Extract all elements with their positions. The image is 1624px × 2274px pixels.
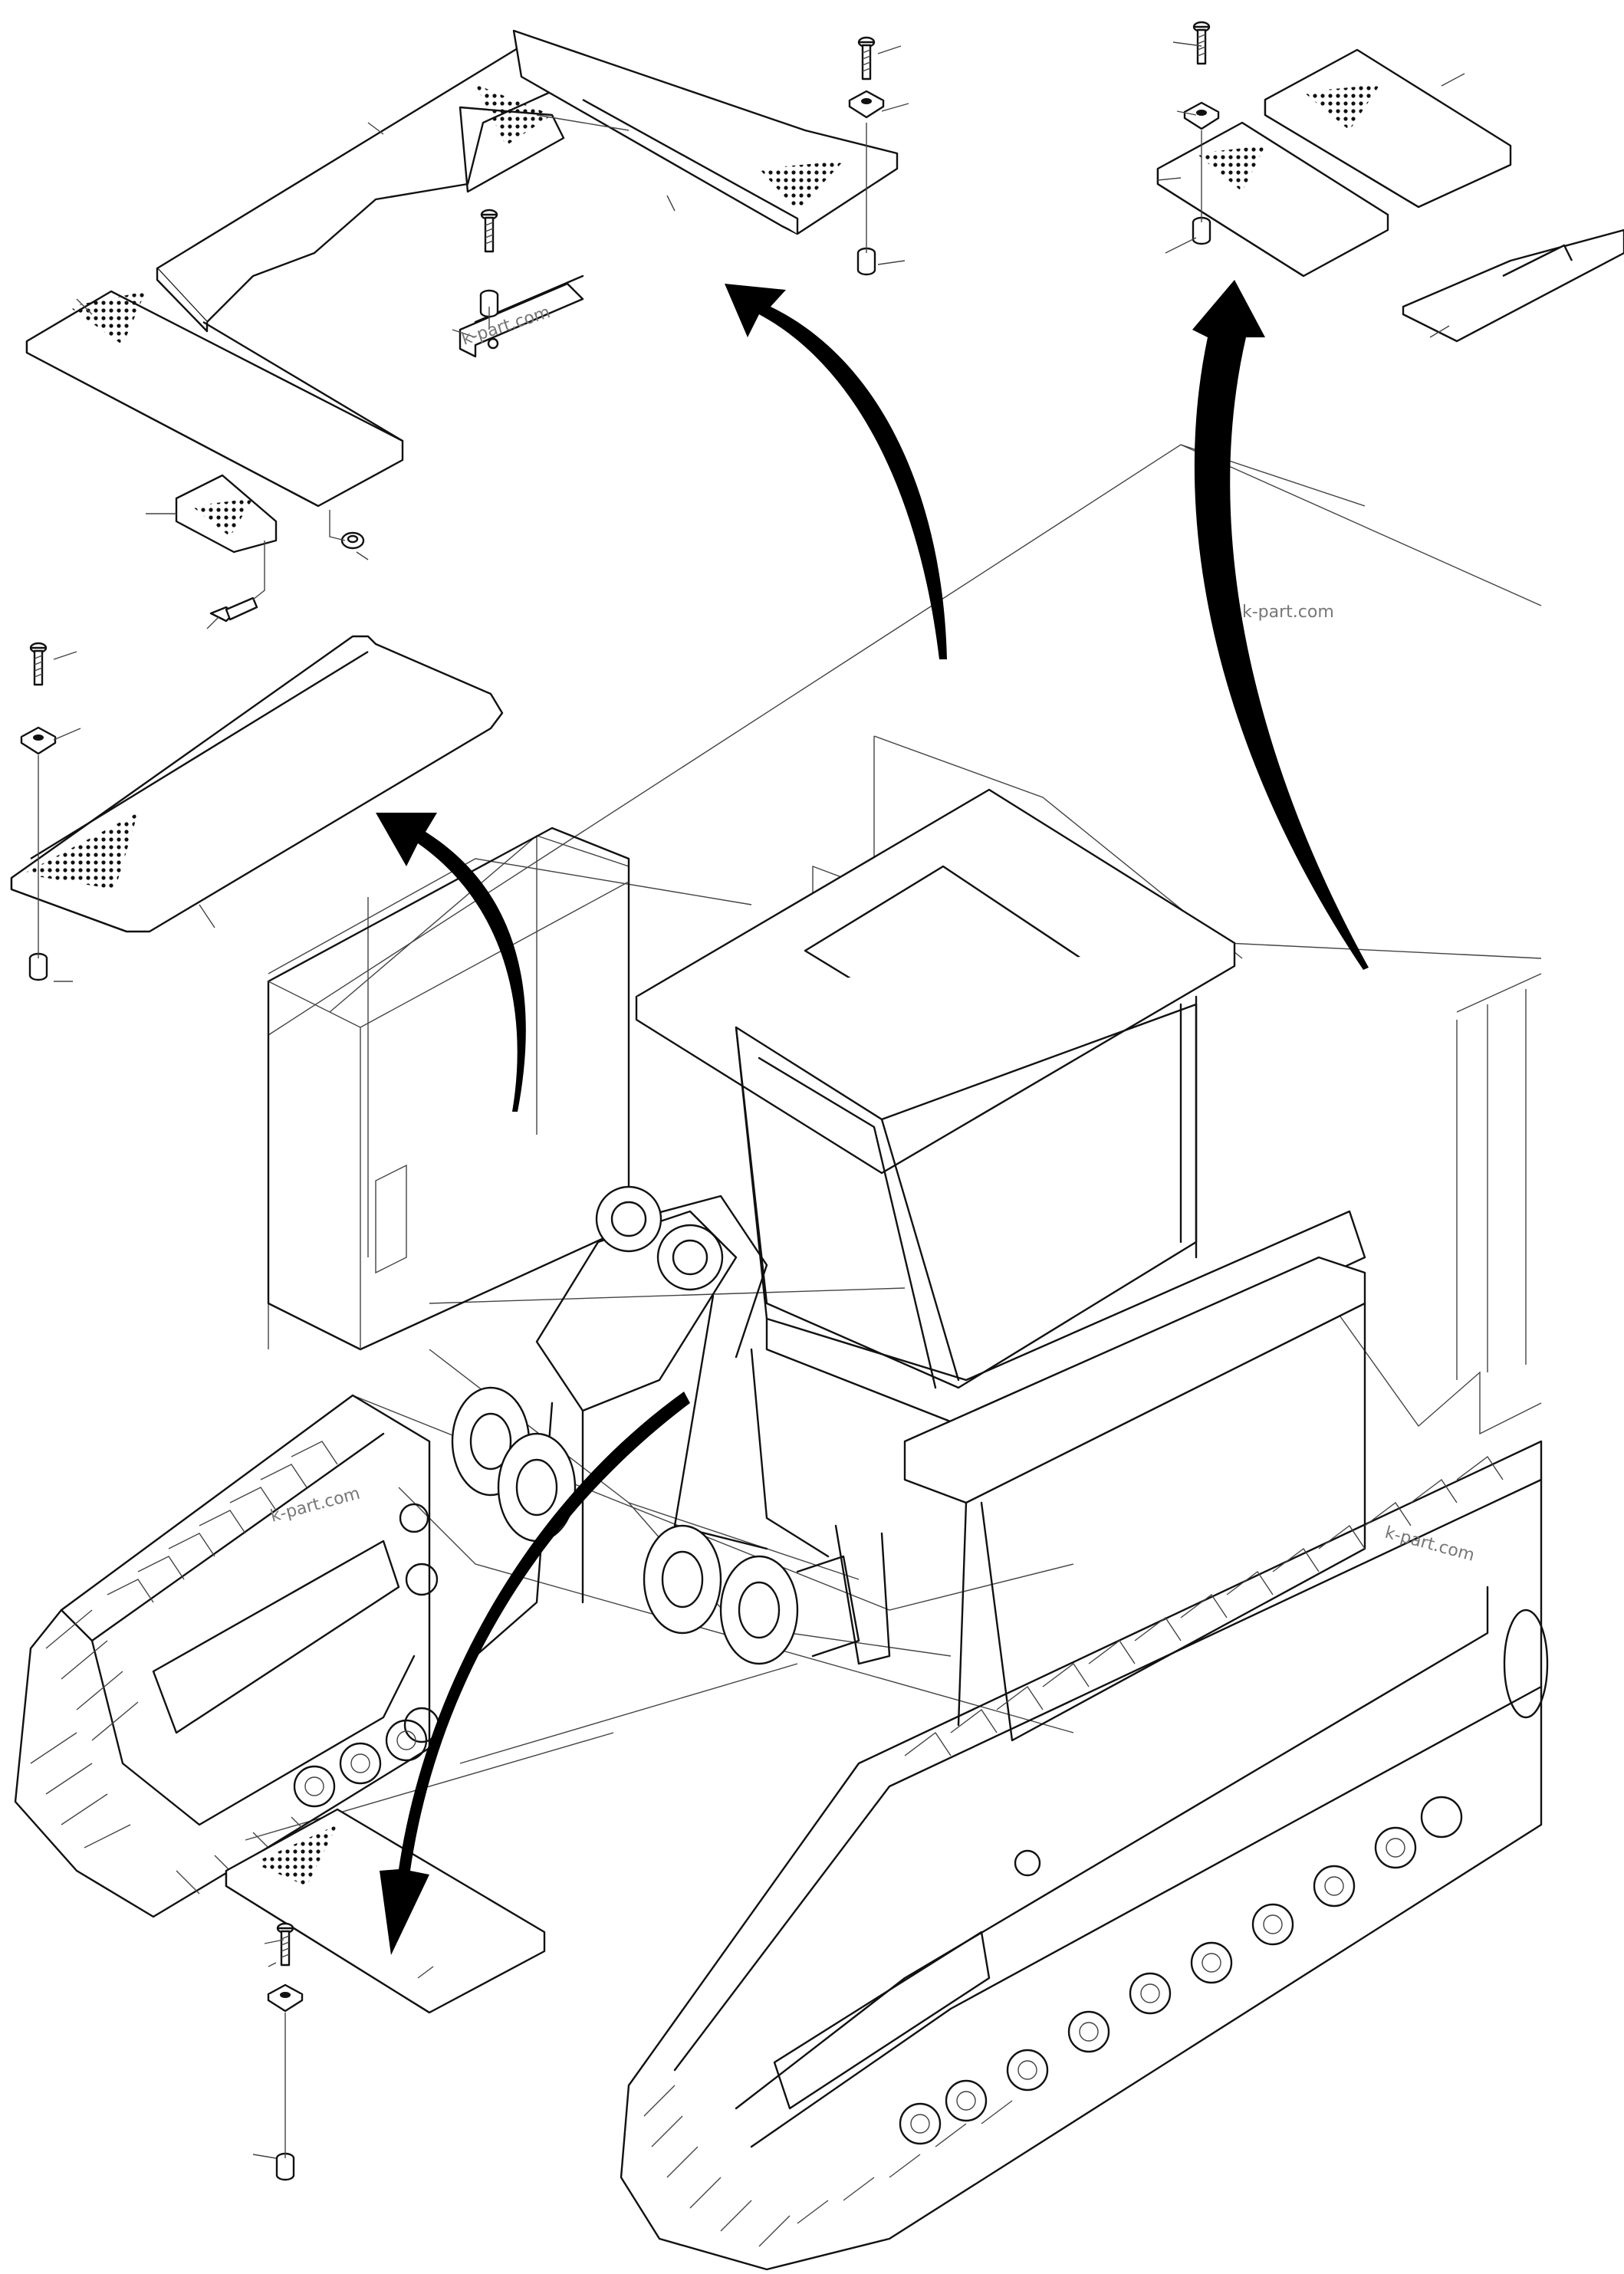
arrow-to-right-panels (1192, 280, 1369, 970)
machine-body (245, 444, 1542, 1841)
walkway-cover-top-center (156, 29, 899, 333)
leader-lines (53, 41, 1465, 2159)
fasteners (20, 21, 1220, 2181)
watermark: k-part.com (1242, 603, 1334, 622)
arrow-to-left-panel (376, 813, 526, 1112)
hex-bolt-small (209, 541, 265, 623)
watermark: k-part.com (1382, 1523, 1476, 1566)
right-track (620, 1440, 1549, 2271)
arrow-to-top-panels (725, 284, 947, 659)
nut (329, 510, 365, 550)
walkway-cover-left-long (10, 635, 504, 933)
walkway-cover-front-left (25, 290, 404, 554)
arrow-to-bottom-panel (380, 1392, 690, 1955)
walkway-cover-top-right (1156, 48, 1624, 343)
left-track (14, 1394, 431, 1918)
watermark: k-part.com (268, 1484, 362, 1526)
